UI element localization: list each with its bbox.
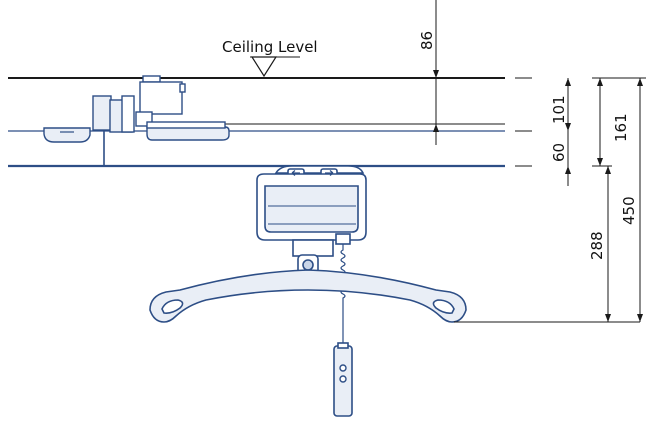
arrow-left-icon <box>291 170 300 176</box>
dimension-161 <box>592 77 612 167</box>
dimension-86 <box>433 0 439 145</box>
dimension-86-label: 86 <box>418 31 436 50</box>
hand-control-up-button-icon <box>339 364 347 372</box>
arrow-right-icon <box>325 170 334 176</box>
dimension-101-label: 101 <box>550 95 568 124</box>
dimension-60-label: 60 <box>550 143 568 162</box>
dimension-450-label: 450 <box>620 196 638 225</box>
lift-motor-unit <box>256 165 367 276</box>
ceiling-level-marker-icon <box>250 56 300 78</box>
rail-mount-assembly <box>43 75 230 166</box>
control-cable <box>340 244 346 346</box>
dimension-101 <box>515 77 571 167</box>
dimension-288 <box>454 166 640 323</box>
dimension-450 <box>612 77 646 322</box>
dimension-161-label: 161 <box>612 113 630 142</box>
dimension-288-label: 288 <box>588 231 606 260</box>
ceiling-level-label: Ceiling Level <box>222 38 318 56</box>
dimension-60 <box>565 131 571 186</box>
hand-control-down-button-icon <box>339 375 347 383</box>
spreader-bar <box>149 269 467 323</box>
